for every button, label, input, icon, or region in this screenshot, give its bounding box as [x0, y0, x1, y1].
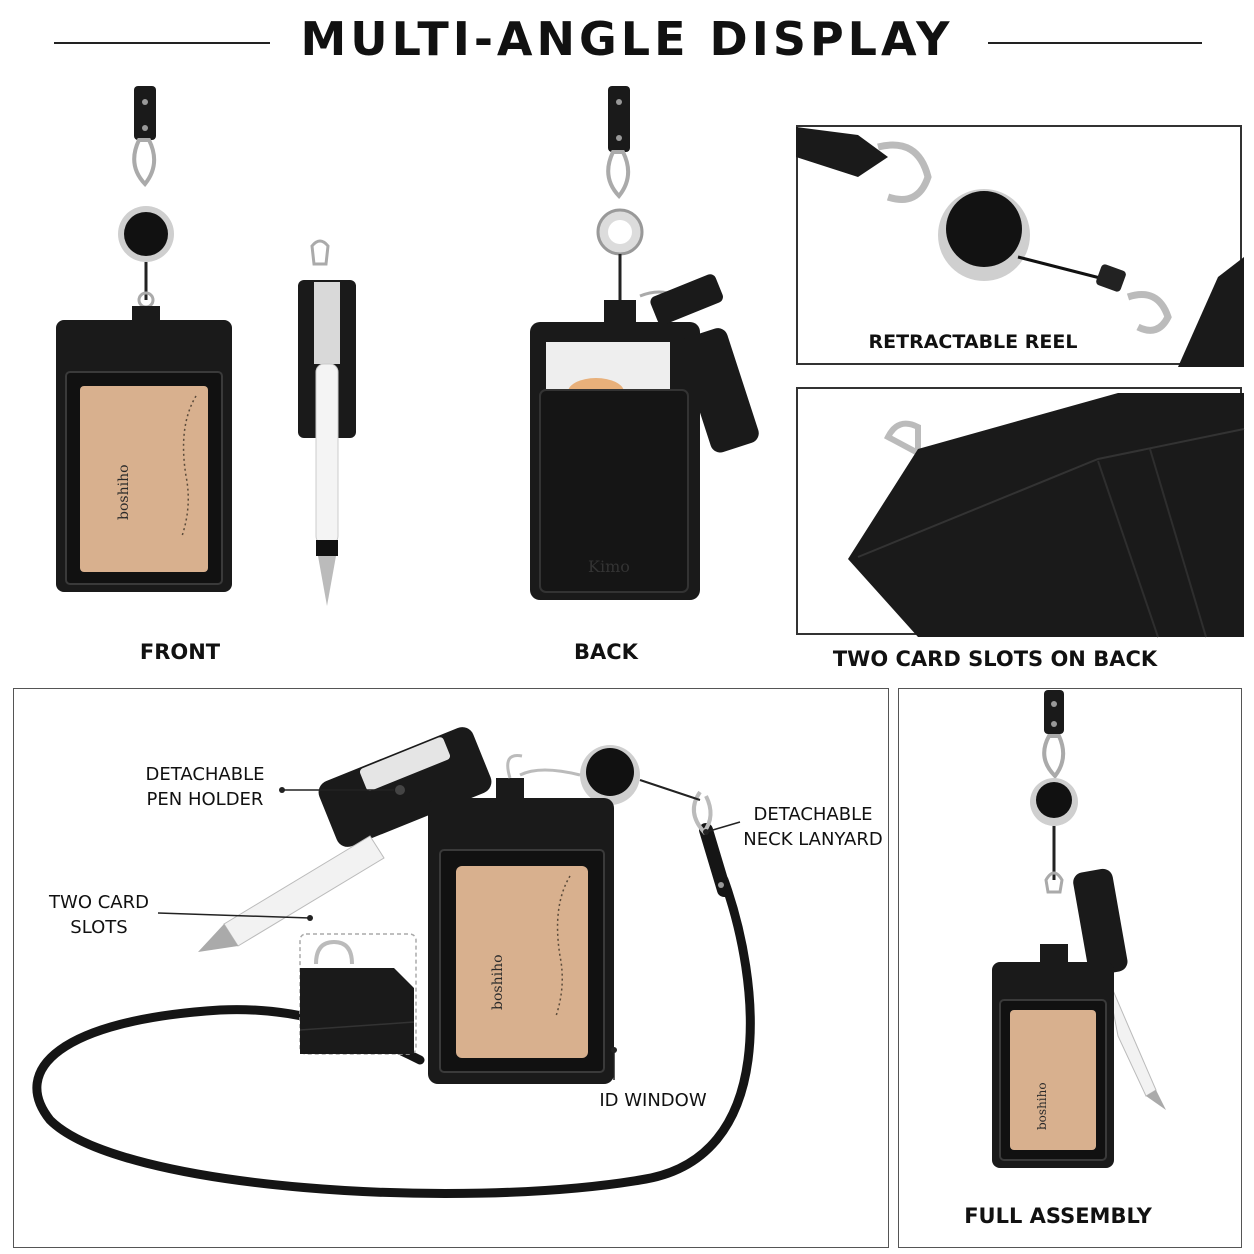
page-title: MULTI-ANGLE DISPLAY	[300, 12, 954, 66]
svg-text:boshiho: boshiho	[116, 464, 132, 520]
svg-text:Kimo: Kimo	[588, 557, 630, 576]
title-rule-right	[988, 42, 1202, 44]
slots-label: TWO CARD SLOTS ON BACK	[832, 647, 1158, 671]
back-label: BACK	[574, 640, 638, 664]
front-label: FRONT	[139, 640, 221, 664]
reel-panel: RETRACTABLE REEL	[796, 125, 1244, 367]
assembly-label: FULL ASSEMBLY	[964, 1204, 1152, 1228]
callout-neck-lanyard: DETACHABLE NECK LANYARD	[743, 804, 883, 850]
title-rule-left	[54, 42, 270, 44]
callout-card-slots: TWO CARD SLOTS	[49, 892, 149, 938]
callout-pen-holder: DETACHABLE PEN HOLDER	[145, 764, 265, 810]
assembly-panel	[898, 688, 1242, 1248]
callout-id-window: ID WINDOW	[599, 1090, 707, 1111]
slots-closeup-image	[848, 393, 1245, 638]
reel-closeup-image	[796, 127, 1244, 367]
slots-panel	[796, 387, 1245, 638]
reel-label: RETRACTABLE REEL	[868, 331, 1078, 353]
